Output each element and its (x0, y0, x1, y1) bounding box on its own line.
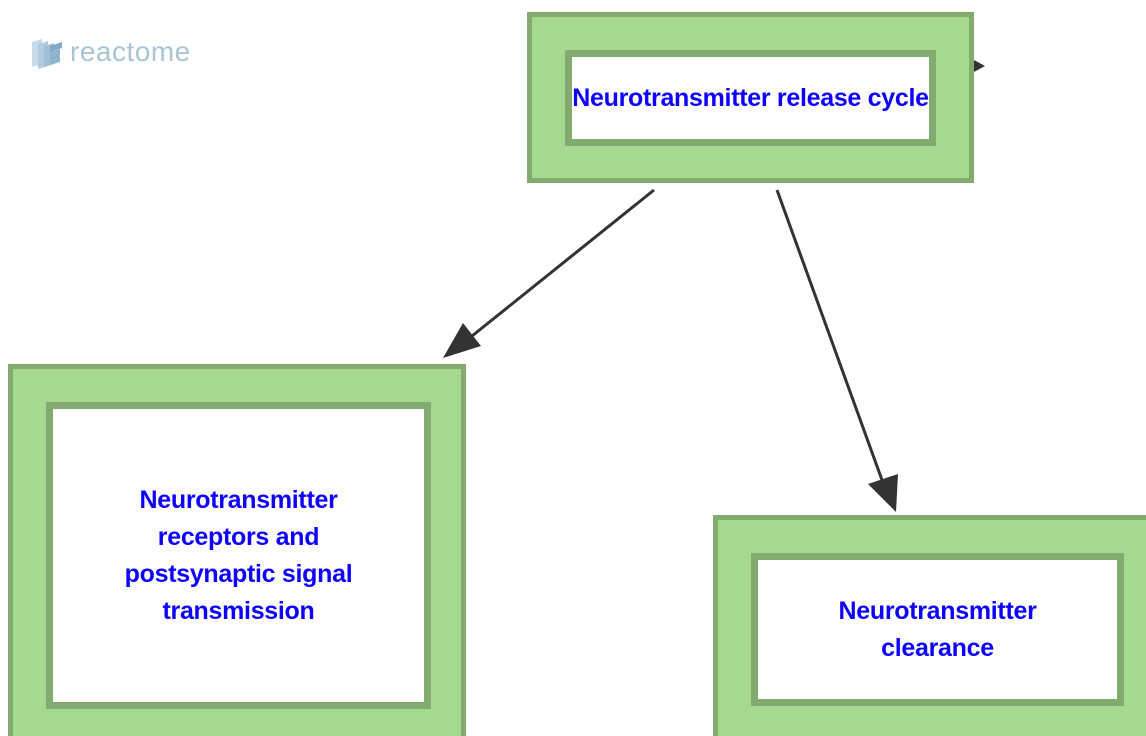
pathway-node-neurotransmitter-clearance[interactable]: Neurotransmitter clearance (713, 515, 1146, 736)
reactome-logo: reactome (30, 34, 191, 70)
arrowhead-clearance (868, 474, 898, 512)
edge-release-to-offscreen[interactable] (974, 60, 985, 72)
pathway-label: Neurotransmitter receptors and postsynap… (124, 485, 353, 625)
reactome-logo-text: reactome (70, 36, 191, 67)
pathway-node-inner: Neurotransmitter clearance (751, 553, 1124, 706)
arrowhead-receptors (443, 323, 481, 358)
arrowhead-offscreen (974, 60, 985, 72)
edge-release-to-receptors[interactable] (443, 188, 655, 358)
edge-release-to-clearance[interactable] (775, 189, 898, 512)
reactome-logo-icon (32, 39, 62, 69)
pathway-node-neurotransmitter-receptors[interactable]: Neurotransmitter receptors and postsynap… (8, 364, 466, 736)
pathway-label: Neurotransmitter release cycle (572, 83, 929, 112)
pathway-node-inner: Neurotransmitter receptors and postsynap… (46, 402, 431, 709)
pathway-node-neurotransmitter-release-cycle[interactable]: Neurotransmitter release cycle (527, 12, 974, 183)
pathway-label: Neurotransmitter clearance (838, 596, 1037, 662)
pathway-node-inner: Neurotransmitter release cycle (565, 50, 936, 146)
